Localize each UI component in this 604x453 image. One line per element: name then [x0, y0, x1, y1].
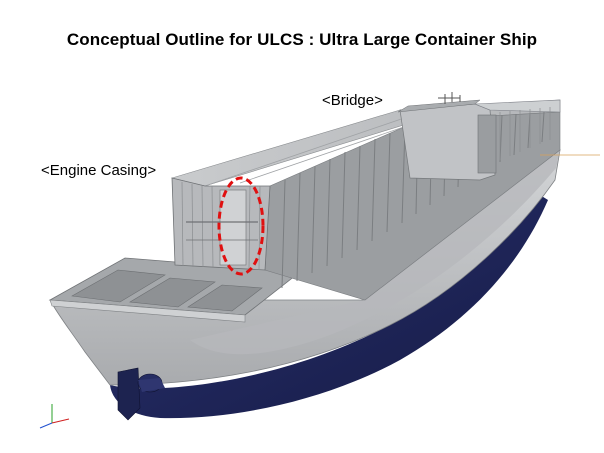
engine-casing-highlight — [217, 176, 265, 276]
bridge-label: <Bridge> — [322, 92, 383, 109]
hull-upper — [49, 149, 561, 386]
bridge-roof — [397, 99, 481, 113]
slide-title: Conceptual Outline for ULCS : Ultra Larg… — [66, 30, 538, 49]
axis-triad-icon — [39, 404, 70, 429]
engine-casing-label: <Engine Casing> — [41, 162, 157, 179]
mast — [438, 92, 461, 104]
rudder — [117, 367, 141, 421]
hull-lower — [110, 195, 548, 419]
